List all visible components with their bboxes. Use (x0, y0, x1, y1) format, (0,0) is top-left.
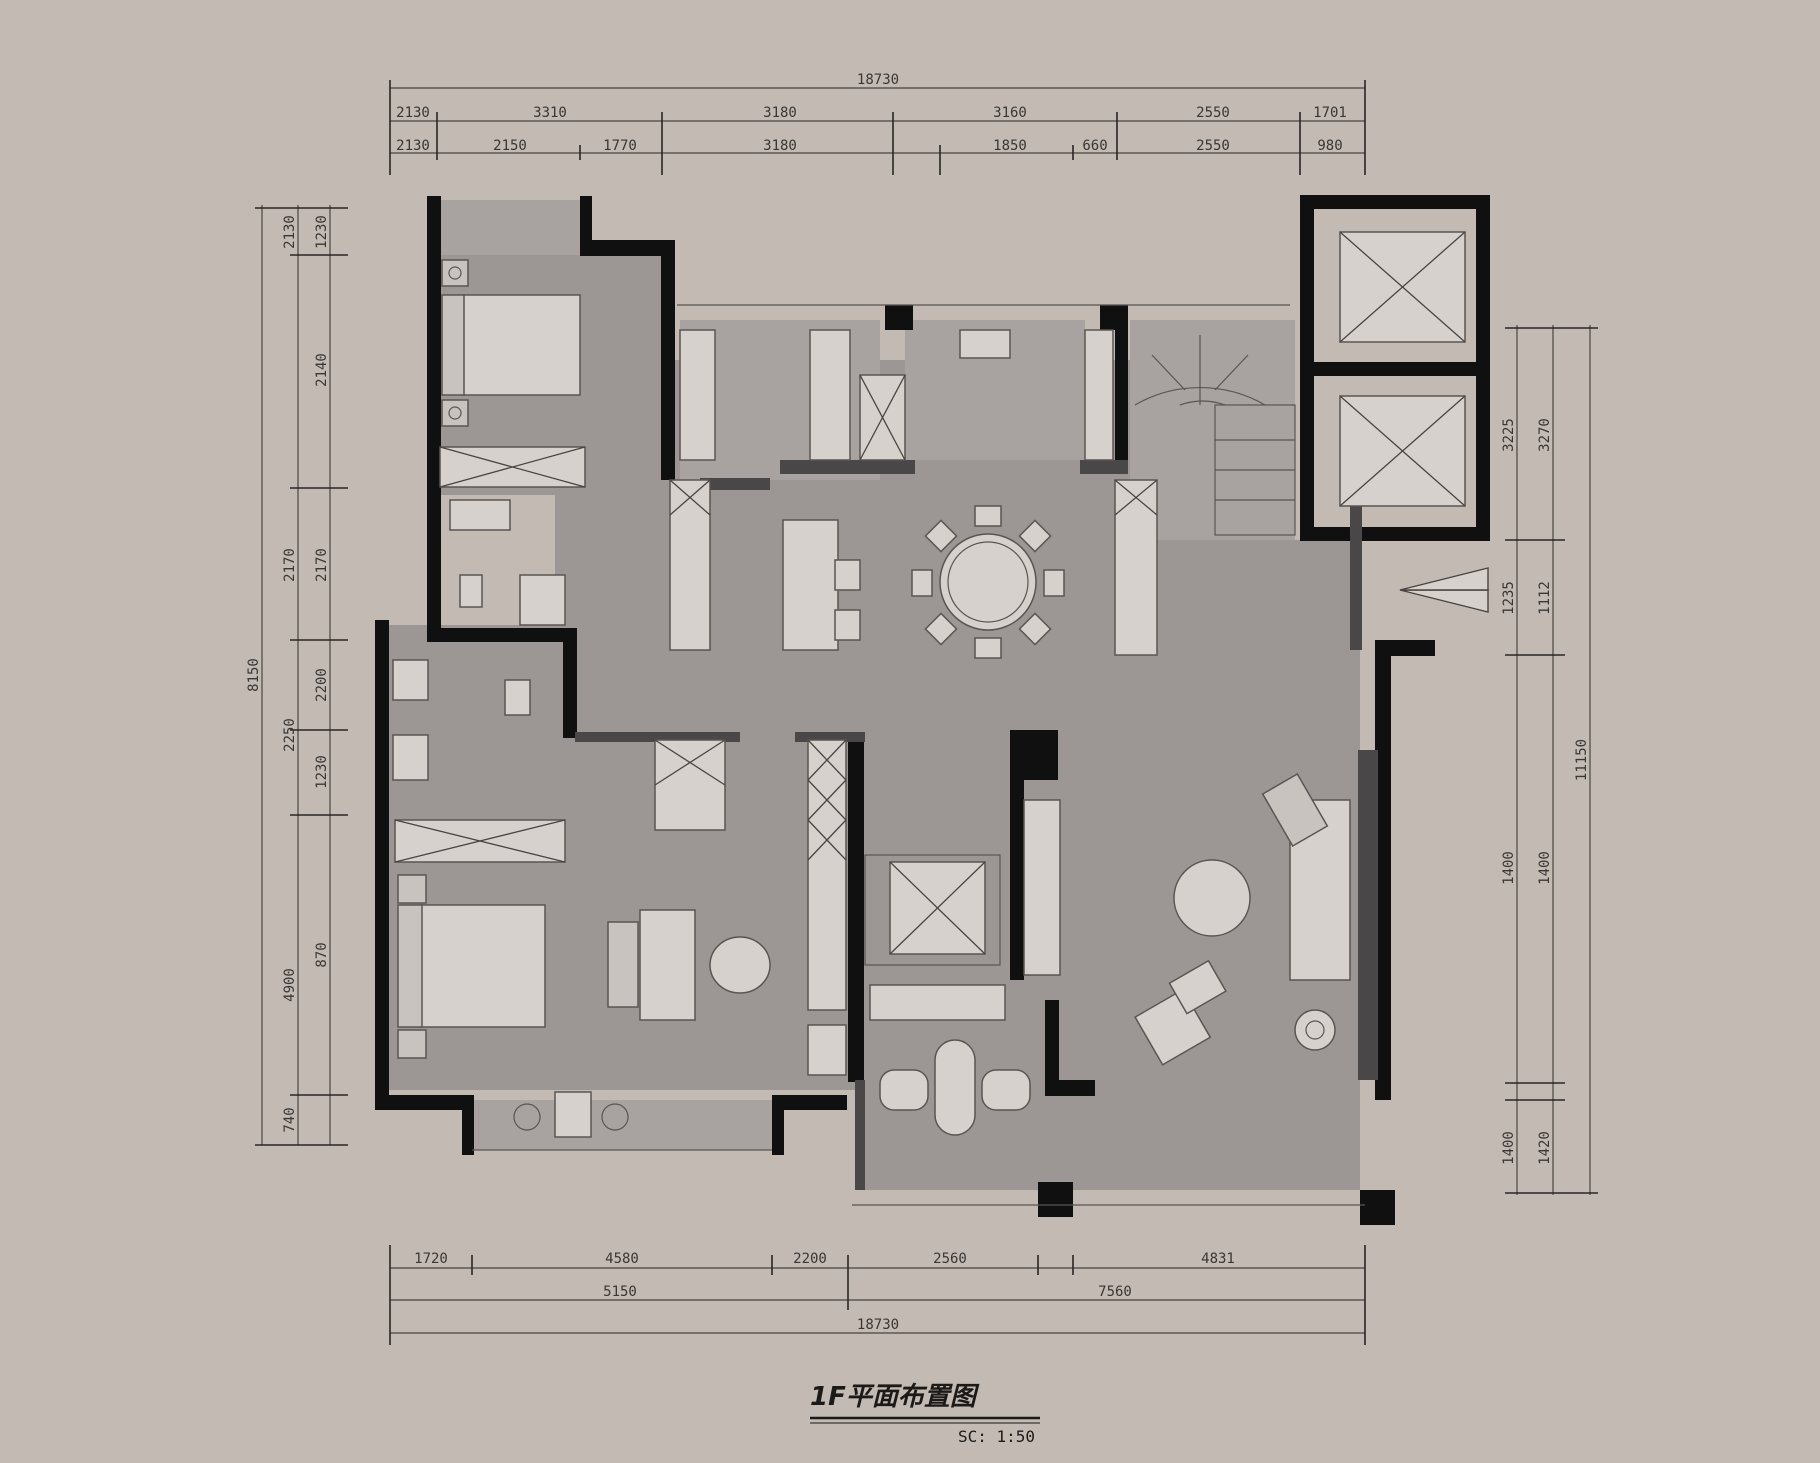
top-dim-2-4: 3180 (763, 138, 797, 154)
bottom-dim-1-1: 1720 (414, 1251, 448, 1267)
top-dim-2-3: 1770 (603, 138, 637, 154)
bottom-total-dimension: 18730 (857, 1317, 899, 1333)
left-inner-dim-4: 2200 (314, 668, 330, 702)
left-outer-dim: 8150 (246, 658, 262, 692)
kitchen-island (782, 519, 861, 651)
bottom-dim-1-2: 4580 (605, 1251, 639, 1267)
top-total-dimension: 18730 (857, 72, 899, 88)
left-inner-dim-3: 2170 (314, 548, 330, 582)
drawing-title: 1F平面布置图 (810, 1382, 980, 1412)
tall-cabinet-left (669, 479, 1158, 656)
elevator-upper (1339, 231, 1466, 343)
top-dimension-chain: 18730 2130 3310 3180 3160 2550 1701 2130… (389, 72, 1366, 175)
left-mid-dim-5: 740 (282, 1107, 298, 1132)
top-dim-2-5: 1850 (993, 138, 1027, 154)
right-dimension-chain: 11150 3225 1235 1400 1400 3270 1112 1400… (1501, 325, 1598, 1195)
spiral-stair (1134, 335, 1296, 536)
cabinet-mid-left (654, 739, 847, 1076)
bottom-dim-1-4: 2560 (933, 1251, 967, 1267)
title-block: 1F平面布置图 SC: 1:50 (810, 1382, 1040, 1446)
bed-top (441, 259, 581, 427)
top-dim-1-6: 1701 (1313, 105, 1347, 121)
wardrobe-top (439, 446, 586, 488)
shaft-center (864, 854, 1001, 966)
washbasin-lower (869, 984, 1006, 1021)
left-mid-dim-1: 2130 (282, 215, 298, 249)
bottom-dim-1-5: 4831 (1201, 1251, 1235, 1267)
left-inner-dim-2: 2140 (314, 353, 330, 387)
top-dim-2-1: 2130 (396, 138, 430, 154)
bottom-dim-2-1: 5150 (603, 1284, 637, 1300)
top-dim-1-3: 3180 (763, 105, 797, 121)
top-dim-1-1: 2130 (396, 105, 430, 121)
living-sofa (1261, 772, 1351, 981)
lounge-sofa-lower (607, 909, 771, 1021)
left-mid-dim-3: 2250 (282, 718, 298, 752)
right-outer-dim: 11150 (1574, 739, 1590, 781)
right-mid-dim-3: 1400 (1501, 851, 1517, 885)
top-dim-2-2: 2150 (493, 138, 527, 154)
right-inner-dim-2: 1112 (1537, 581, 1553, 615)
round-dining-table (911, 505, 1065, 659)
left-inner-dim-1: 1230 (314, 215, 330, 249)
bath-mid-left (392, 659, 531, 781)
top-dim-1-4: 3160 (993, 105, 1027, 121)
dining-table-lower (879, 1039, 1031, 1136)
right-inner-dim-4: 1420 (1537, 1131, 1553, 1165)
right-inner-dim-3: 1400 (1537, 851, 1553, 885)
left-dimension-chain: 8150 2130 2170 2250 4900 740 1230 2140 2… (246, 205, 348, 1146)
top-dim-2-8: 980 (1317, 138, 1342, 154)
drawing-scale: SC: 1:50 (958, 1427, 1035, 1446)
top-dim-2-7: 2550 (1196, 138, 1230, 154)
furniture (392, 231, 1489, 1206)
balcony-fixtures (513, 1091, 629, 1138)
left-mid-dim-4: 4900 (282, 968, 298, 1002)
wardrobe-lower (394, 819, 566, 863)
armchair (1134, 959, 1227, 1066)
right-mid-dim-2: 1235 (1501, 581, 1517, 615)
bath-top-left (449, 499, 566, 626)
elevator-lower (1339, 395, 1466, 507)
kitchen-units (679, 329, 1114, 461)
top-dim-1-5: 2550 (1196, 105, 1230, 121)
floor-lamp (1294, 1009, 1336, 1051)
north-arrow-icon (1399, 567, 1489, 613)
right-mid-dim-4: 1400 (1501, 1131, 1517, 1165)
top-dim-2-6: 660 (1082, 138, 1107, 154)
bottom-dim-1-3: 2200 (793, 1251, 827, 1267)
right-inner-dim-1: 3270 (1537, 418, 1553, 452)
bottom-dimension-chain: 1720 4580 2200 2560 4831 5150 7560 18730 (389, 1245, 1366, 1345)
coffee-table (1173, 859, 1251, 937)
left-inner-dim-5: 1230 (314, 755, 330, 789)
bottom-dim-2-2: 7560 (1098, 1284, 1132, 1300)
top-dim-1-2: 3310 (533, 105, 567, 121)
right-mid-dim-1: 3225 (1501, 418, 1517, 452)
left-mid-dim-2: 2170 (282, 548, 298, 582)
bed-lower (397, 874, 546, 1059)
left-inner-dim-6: 870 (314, 942, 330, 967)
tv-cabinet (1023, 799, 1061, 976)
walls (375, 195, 1490, 1225)
